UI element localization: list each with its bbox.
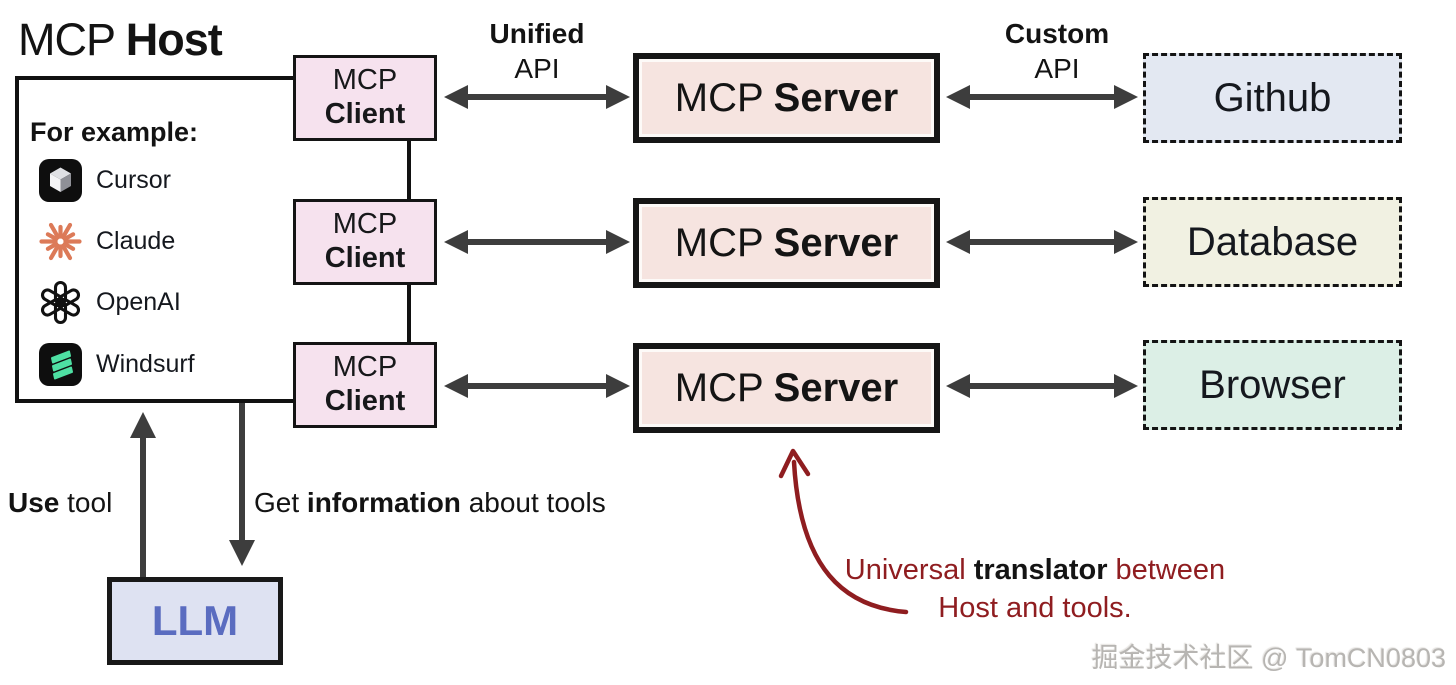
mcp-server-box-3: MCP Server [633, 343, 940, 433]
tool-box-database: Database [1143, 197, 1402, 287]
server-line1: MCP [674, 75, 764, 120]
openai-icon [40, 280, 81, 325]
app-row-claude: Claude [38, 219, 175, 264]
app-label-openai: OpenAI [96, 288, 181, 316]
llm-box: LLM [107, 577, 283, 665]
cursor-icon [39, 159, 82, 202]
server-line1: MCP [674, 220, 764, 265]
client-line2: Client [324, 98, 406, 130]
app-row-openai: OpenAI [38, 280, 181, 325]
app-row-windsurf: Windsurf [38, 342, 195, 387]
app-label-windsurf: Windsurf [96, 350, 195, 378]
client-line1: MCP [332, 64, 398, 97]
app-label-cursor: Cursor [96, 166, 172, 194]
unified-api-label: Unified API [489, 18, 585, 84]
server-line1: MCP [674, 365, 764, 410]
server-line2: Server [773, 365, 899, 410]
server-line2: Server [773, 220, 899, 265]
windsurf-icon [39, 343, 82, 386]
client-line1: MCP [332, 351, 398, 384]
app-row-cursor: Cursor [38, 158, 171, 203]
claude-icon [39, 222, 82, 261]
arrow-use-tool-shaft [140, 437, 146, 577]
client-line2: Client [324, 385, 406, 417]
arrow-use-tool-head [130, 412, 156, 438]
annotation-text: Universal translator between Host and to… [835, 551, 1235, 628]
app-label-claude: Claude [96, 227, 176, 255]
annotation-line1: Universal translator between [844, 554, 1226, 586]
watermark: 掘金技术社区 @ TomCN0803 [1091, 643, 1446, 673]
use-tool-label: Use tool [8, 487, 113, 518]
client-line1: MCP [332, 208, 398, 241]
client-line2: Client [324, 242, 406, 274]
title-bold: Host [125, 14, 223, 65]
tool-box-browser: Browser [1143, 340, 1402, 430]
get-info-label: Get information about tools [254, 487, 606, 518]
arrow-get-info-head [229, 540, 255, 566]
tool-label-browser: Browser [1199, 362, 1346, 407]
title-regular: MCP [18, 14, 115, 65]
tool-label-database: Database [1186, 219, 1359, 264]
examples-label: For example: [30, 117, 199, 147]
server-line2: Server [773, 75, 899, 120]
custom-api-label: Custom API [1004, 18, 1110, 84]
mcp-server-box-2: MCP Server [633, 198, 940, 288]
arrow-get-info-shaft [239, 403, 245, 540]
mcp-client-box-1: MCP Client [293, 55, 437, 141]
mcp-server-box-1: MCP Server [633, 53, 940, 143]
tool-label-github: Github [1213, 75, 1332, 120]
mcp-client-box-3: MCP Client [293, 342, 437, 428]
llm-label: LLM [151, 597, 239, 644]
mcp-client-box-2: MCP Client [293, 199, 437, 285]
tool-box-github: Github [1143, 53, 1402, 143]
page-title: MCP Host [18, 14, 223, 66]
annotation-line2: Host and tools. [938, 592, 1132, 625]
